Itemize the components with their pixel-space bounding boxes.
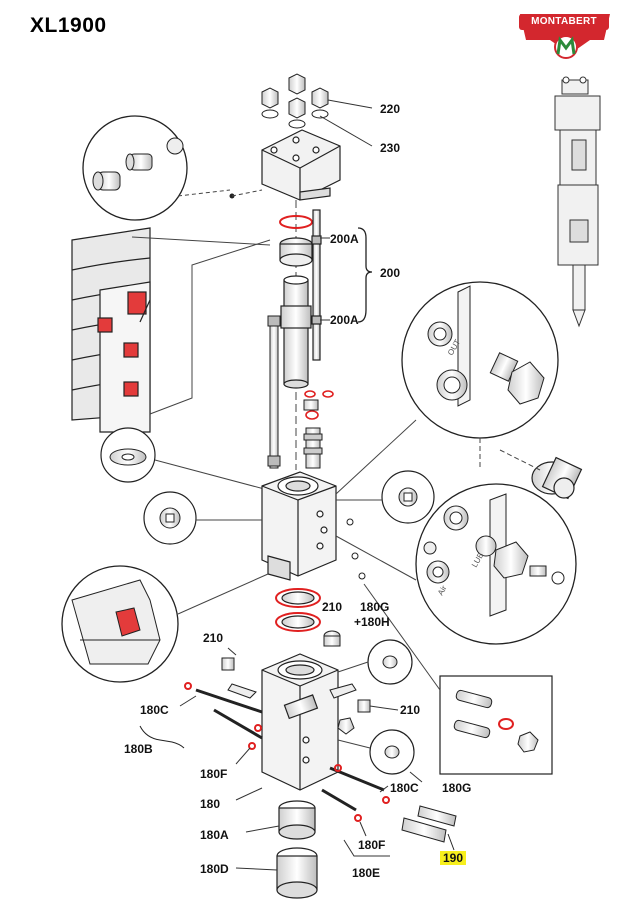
part-label-220: 220 bbox=[380, 102, 401, 116]
detail-circle-red-seal bbox=[61, 565, 269, 683]
brace-180b bbox=[139, 725, 185, 749]
tie-rod-left bbox=[267, 315, 281, 469]
part-label-180e: 180E bbox=[352, 866, 381, 880]
valve-body-block bbox=[261, 471, 337, 581]
clip-210-right bbox=[357, 699, 371, 713]
front-head-body-180 bbox=[261, 653, 339, 791]
part-label-190-highlighted: 190 bbox=[440, 851, 467, 865]
top-nuts-220 bbox=[261, 73, 329, 129]
leader-line bbox=[319, 115, 373, 147]
valve-seals-group bbox=[303, 390, 334, 469]
part-label-180c-right: 180C bbox=[390, 781, 419, 795]
retaining-pins-190 bbox=[401, 805, 457, 851]
part-label-200a-top: 200A bbox=[330, 232, 359, 246]
part-label-180g-top: 180G bbox=[360, 600, 390, 614]
part-label-180f-left: 180F bbox=[200, 767, 228, 781]
part-label-180: 180 bbox=[200, 797, 221, 811]
bushing-180d bbox=[276, 847, 318, 899]
cutaway-detail-left bbox=[71, 227, 151, 433]
part-label-180a: 180A bbox=[200, 828, 229, 842]
detail-circle-plug-small bbox=[143, 491, 262, 545]
part-label-180c-left: 180C bbox=[140, 703, 169, 717]
label-leader-lines bbox=[179, 647, 423, 871]
clip-210-top bbox=[221, 657, 235, 671]
bushing-180a bbox=[278, 800, 316, 840]
part-label-180f-right: 180F bbox=[358, 838, 386, 852]
tie-bolts-180b bbox=[184, 682, 390, 822]
brace-200 bbox=[357, 227, 373, 323]
page-title: XL1900 bbox=[30, 14, 107, 37]
top-cap-block bbox=[261, 129, 341, 201]
part-label-180b: 180B bbox=[124, 742, 153, 756]
breaker-overview-thumbnail bbox=[554, 76, 601, 328]
leader-line bbox=[327, 99, 373, 109]
part-label-210-a: 210 bbox=[322, 600, 343, 614]
detail-circle-plug bbox=[82, 115, 231, 221]
brand-name: MONTABERT bbox=[519, 14, 609, 30]
detail-circle-washer bbox=[100, 427, 269, 491]
part-label-210-c: 210 bbox=[400, 703, 421, 717]
bushing-rings bbox=[275, 588, 321, 632]
part-label-180g-right: 180G bbox=[442, 781, 472, 795]
part-label-200a-bottom: 200A bbox=[330, 313, 359, 327]
leader-line bbox=[149, 239, 271, 415]
piston-assembly-200 bbox=[279, 209, 322, 389]
retainer-bars bbox=[227, 683, 357, 735]
detail-circle-lub-air-ports bbox=[335, 483, 577, 645]
part-label-180d: 180D bbox=[200, 862, 229, 876]
detail-circle-plug-right bbox=[336, 470, 435, 524]
leader-line bbox=[131, 236, 271, 246]
plug-large bbox=[531, 456, 583, 500]
seal-kit-box bbox=[363, 583, 553, 775]
port-air-label: Air bbox=[436, 584, 449, 597]
part-label-200: 200 bbox=[380, 266, 401, 280]
detail-circle-washer-right bbox=[337, 639, 415, 775]
part-label-210-b: 210 bbox=[203, 631, 224, 645]
part-label-230: 230 bbox=[380, 141, 401, 155]
detail-circle-out-port bbox=[335, 281, 559, 495]
small-bushing-210 bbox=[323, 630, 341, 647]
part-label-180h: +180H bbox=[354, 615, 390, 629]
